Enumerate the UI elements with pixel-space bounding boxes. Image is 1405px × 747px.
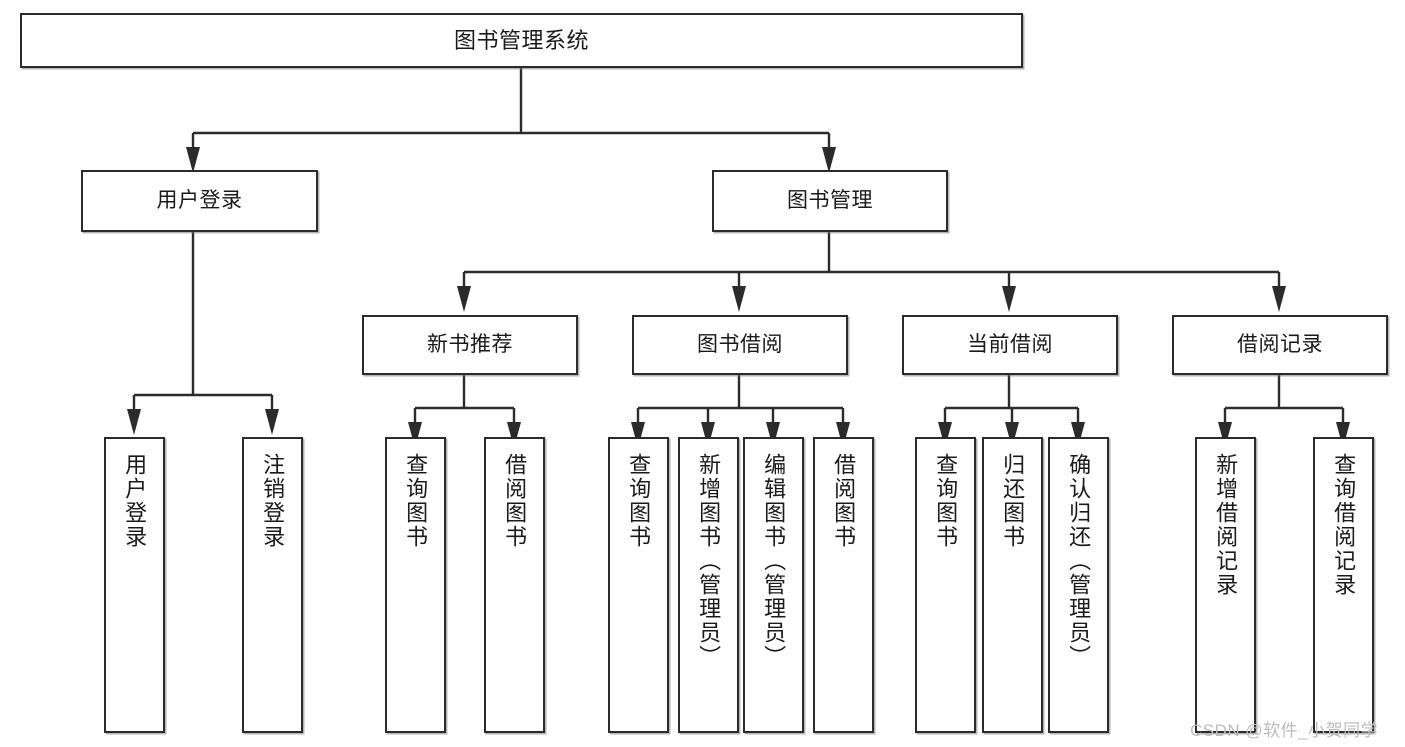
node-l2-book_manage[interactable]: 图书管理 xyxy=(712,170,948,232)
node-l3-new_book_rec[interactable]: 新书推荐 xyxy=(362,315,578,375)
arrow-root_to_level2-0 xyxy=(186,147,200,173)
arrow-current_borrow_to_leaves-1 xyxy=(1005,422,1019,448)
arrow-book_borrow_to_leaves-1 xyxy=(701,422,715,448)
arrow-new_book_rec_to_leaves-0 xyxy=(408,422,422,448)
node-l3-borrow_record[interactable]: 借阅记录 xyxy=(1172,315,1388,375)
node-leaf-leaf_add_book[interactable]: 新增图书（管理员） xyxy=(678,437,739,733)
csdn-watermark: CSDN @软件_小贺同学 xyxy=(1190,721,1379,740)
node-label: 查询图书 xyxy=(933,453,959,549)
node-l2-user_login[interactable]: 用户登录 xyxy=(81,170,318,232)
arrow-user_login_to_leaves-1 xyxy=(265,409,279,435)
node-label: 新书推荐 xyxy=(427,332,513,356)
arrow-root_to_level2-1 xyxy=(822,147,836,173)
node-label: 借阅图书 xyxy=(831,453,857,549)
node-label: 新增借阅记录 xyxy=(1213,453,1239,597)
node-leaf-leaf_borrow_book_b[interactable]: 借阅图书 xyxy=(813,437,874,733)
node-leaf-leaf_logout[interactable]: 注销登录 xyxy=(242,437,303,733)
arrow-book_borrow_to_leaves-2 xyxy=(766,422,780,448)
arrow-current_borrow_to_leaves-2 xyxy=(1071,422,1085,448)
node-label: 确认归还（管理员） xyxy=(1066,453,1092,669)
node-root-system[interactable]: 图书管理系统 xyxy=(20,13,1023,68)
arrow-borrow_record_to_leaves-0 xyxy=(1218,422,1232,448)
arrow-book_borrow_to_leaves-3 xyxy=(836,422,850,448)
arrow-book_borrow_to_leaves-0 xyxy=(631,422,645,448)
arrow-user_login_to_leaves-0 xyxy=(127,409,141,435)
node-label: 用户登录 xyxy=(122,453,148,549)
node-l3-current_borrow[interactable]: 当前借阅 xyxy=(902,315,1118,375)
node-label: 图书借阅 xyxy=(697,332,783,356)
node-leaf-leaf_add_record[interactable]: 新增借阅记录 xyxy=(1195,437,1256,733)
arrow-current_borrow_to_leaves-0 xyxy=(938,422,952,448)
node-label: 查询图书 xyxy=(626,453,652,549)
node-label: 借阅记录 xyxy=(1237,332,1323,356)
node-leaf-leaf_query_record[interactable]: 查询借阅记录 xyxy=(1313,437,1374,733)
node-label: 图书管理 xyxy=(787,188,873,212)
arrow-book_manage_to_level3-2 xyxy=(1002,286,1016,312)
node-leaf-leaf_user_login[interactable]: 用户登录 xyxy=(104,437,165,733)
node-label: 归还图书 xyxy=(1000,453,1026,549)
node-label: 借阅图书 xyxy=(502,453,528,549)
node-label: 注销登录 xyxy=(260,453,286,549)
node-label: 新增图书（管理员） xyxy=(696,453,722,669)
node-label: 当前借阅 xyxy=(967,332,1053,356)
node-leaf-leaf_query_book_a[interactable]: 查询图书 xyxy=(385,437,446,733)
node-label: 编辑图书（管理员） xyxy=(761,453,787,669)
node-leaf-leaf_query_book_b[interactable]: 查询图书 xyxy=(608,437,669,733)
node-leaf-leaf_query_book_c[interactable]: 查询图书 xyxy=(915,437,976,733)
arrow-borrow_record_to_leaves-1 xyxy=(1336,422,1350,448)
node-leaf-leaf_return_book[interactable]: 归还图书 xyxy=(982,437,1043,733)
node-leaf-leaf_borrow_book_a[interactable]: 借阅图书 xyxy=(484,437,545,733)
node-label: 图书管理系统 xyxy=(453,27,589,53)
arrow-book_manage_to_level3-3 xyxy=(1272,286,1286,312)
node-label: 查询借阅记录 xyxy=(1331,453,1357,597)
arrow-book_manage_to_level3-0 xyxy=(457,286,471,312)
node-leaf-leaf_confirm_return[interactable]: 确认归还（管理员） xyxy=(1048,437,1109,733)
arrow-new_book_rec_to_leaves-1 xyxy=(507,422,521,448)
arrow-book_manage_to_level3-1 xyxy=(732,286,746,312)
node-leaf-leaf_edit_book[interactable]: 编辑图书（管理员） xyxy=(743,437,804,733)
node-l3-book_borrow[interactable]: 图书借阅 xyxy=(632,315,848,375)
node-label: 用户登录 xyxy=(156,188,243,212)
node-label: 查询图书 xyxy=(403,453,429,549)
